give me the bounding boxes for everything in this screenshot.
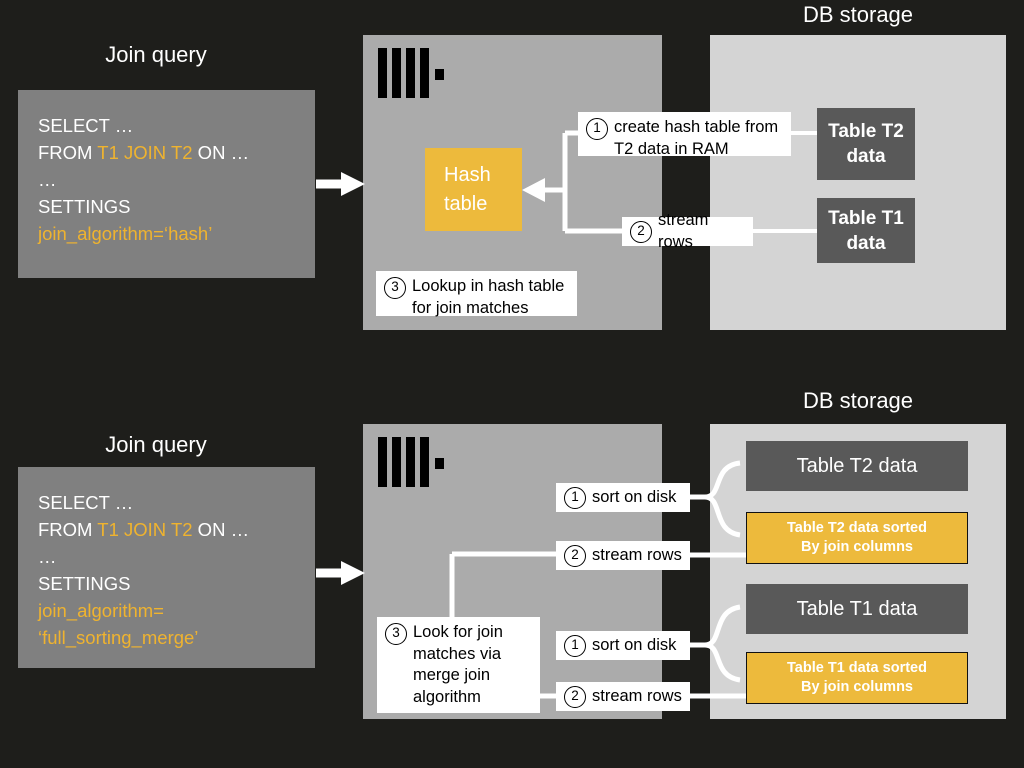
step-text: Lookup in hash table for join matches bbox=[412, 277, 565, 317]
bottom-sql-line-3: … bbox=[38, 546, 57, 567]
bottom-sql-line-2: FROM T1 JOIN T2 ON … bbox=[38, 516, 295, 543]
top-sql-from-kw: FROM bbox=[38, 142, 98, 163]
bottom-db-storage-title: DB storage bbox=[802, 388, 914, 413]
hash-table-label: Hash table bbox=[444, 163, 491, 215]
bottom-sql-join-clause: T1 JOIN T2 bbox=[97, 519, 193, 540]
step-number-badge: 2 bbox=[564, 686, 586, 708]
bottom-sql-line-5b: ‘full_sorting_merge’ bbox=[38, 627, 199, 648]
top-sql-line-5: join_algorithm=‘hash’ bbox=[38, 223, 213, 244]
bottom-sql-line-5a: join_algorithm= bbox=[38, 600, 164, 621]
top-sql-line-2: FROM T1 JOIN T2 ON … bbox=[38, 139, 295, 166]
step-number-badge: 1 bbox=[586, 118, 608, 140]
top-table-t1-box: Table T1 data bbox=[817, 198, 915, 263]
hash-table-box: Hash table bbox=[425, 148, 522, 231]
top-step-3-callout: 3 Lookup in hash table for join matches bbox=[376, 271, 577, 317]
step-text: stream rows bbox=[658, 211, 709, 251]
top-table-t2-box: Table T2 data bbox=[817, 108, 915, 180]
step-number-badge: 3 bbox=[384, 277, 406, 299]
bottom-join-query-title: Join query bbox=[105, 432, 207, 457]
step-text: Look for join matches via merge join alg… bbox=[413, 623, 503, 706]
table-label: Table T1 data bbox=[796, 597, 918, 620]
bottom-sql-from-kw: FROM bbox=[38, 519, 98, 540]
table-label: Table T1 data sorted By join columns bbox=[787, 660, 927, 695]
top-sql-line-4: SETTINGS bbox=[38, 196, 131, 217]
step-number-badge: 1 bbox=[564, 487, 586, 509]
bottom-query-box: SELECT … FROM T1 JOIN T2 ON … … SETTINGS… bbox=[18, 467, 315, 668]
top-storage-panel bbox=[710, 35, 1006, 330]
bottom-sql-line-4: SETTINGS bbox=[38, 573, 131, 594]
step-text: sort on disk bbox=[592, 635, 677, 654]
top-sql-join-clause: T1 JOIN T2 bbox=[97, 142, 193, 163]
table-label: Table T1 data bbox=[828, 207, 904, 254]
top-db-storage-title: DB storage bbox=[802, 2, 914, 27]
table-label: Table T2 data bbox=[828, 121, 904, 167]
bottom-table-t1-raw-box: Table T1 data bbox=[746, 584, 968, 634]
bottom-table-t2-sorted-box: Table T2 data sorted By join columns bbox=[746, 512, 968, 564]
table-label: Table T2 data sorted By join columns bbox=[787, 520, 927, 555]
clickhouse-logo bbox=[378, 48, 444, 98]
bottom-step-1-lower-callout: 1 sort on disk bbox=[556, 631, 690, 660]
clickhouse-logo bbox=[378, 437, 444, 487]
bottom-step-2-lower-callout: 2 stream rows bbox=[556, 682, 690, 711]
top-step-2-callout: 2 stream rows bbox=[622, 211, 753, 251]
step-number-badge: 2 bbox=[630, 221, 652, 243]
bottom-table-t2-raw-box: Table T2 data bbox=[746, 441, 968, 491]
step-text: stream rows bbox=[592, 686, 682, 705]
step-text: stream rows bbox=[592, 545, 682, 564]
top-query-box: SELECT … FROM T1 JOIN T2 ON … … SETTINGS… bbox=[18, 90, 315, 278]
step-number-badge: 1 bbox=[564, 635, 586, 657]
top-sql-on-kw: ON … bbox=[192, 142, 250, 163]
bottom-step-3-callout: 3 Look for join matches via merge join a… bbox=[377, 617, 540, 713]
top-sql-line-1: SELECT … bbox=[38, 115, 134, 136]
top-sql-line-3: … bbox=[38, 169, 57, 190]
top-step-1-callout: 1 create hash table from T2 data in RAM bbox=[578, 112, 791, 158]
step-text: sort on disk bbox=[592, 487, 677, 506]
bottom-sql-on-kw: ON … bbox=[192, 519, 250, 540]
bottom-step-2-upper-callout: 2 stream rows bbox=[556, 541, 690, 570]
step-text: create hash table from T2 data in RAM bbox=[614, 118, 779, 158]
table-label: Table T2 data bbox=[796, 454, 918, 477]
bottom-sql-line-1: SELECT … bbox=[38, 492, 134, 513]
top-join-query-title: Join query bbox=[105, 42, 207, 67]
step-number-badge: 2 bbox=[564, 545, 586, 567]
bottom-step-1-upper-callout: 1 sort on disk bbox=[556, 483, 690, 512]
step-number-badge: 3 bbox=[385, 623, 407, 645]
bottom-table-t1-sorted-box: Table T1 data sorted By join columns bbox=[746, 652, 968, 704]
